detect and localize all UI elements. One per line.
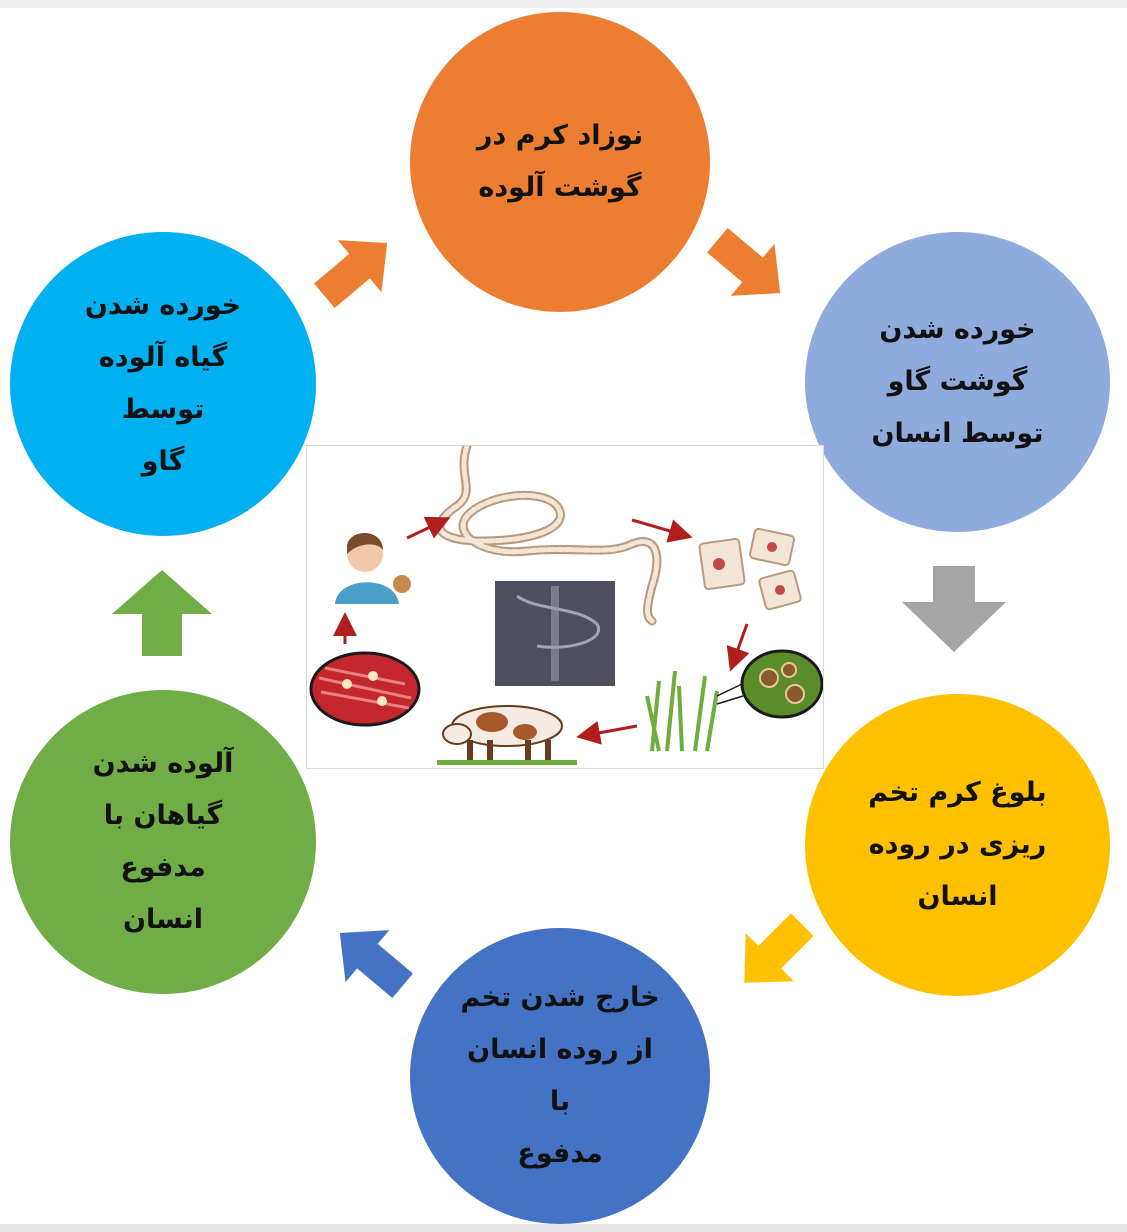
arrow-icon xyxy=(707,228,781,296)
stage-label: بلوغ کرم تخم ریزی در روده انسان xyxy=(868,777,1047,912)
stage-label: خورده شدن گوشت گاو توسط انسان xyxy=(871,314,1044,449)
arrow-icon xyxy=(902,566,1006,652)
arrow-icon xyxy=(314,240,388,308)
stage-circle-plants-contaminated: آلوده شدن گیاهان با مدفوع انسان xyxy=(10,690,316,994)
arrow-icon xyxy=(339,930,413,998)
stage-circle-larvae-in-meat: نوزاد کرم در گوشت آلوده xyxy=(410,12,710,312)
arrow-icon xyxy=(112,570,212,656)
arrow-icon xyxy=(339,930,413,998)
cow-icon xyxy=(437,705,577,765)
arrow-icon xyxy=(112,570,212,656)
top-border xyxy=(0,0,1127,8)
stage-label: آلوده شدن گیاهان با مدفوع انسان xyxy=(92,748,234,935)
stage-circle-eggs-excreted: خارج شدن تخم از روده انسان با مدفوع xyxy=(410,928,710,1224)
arrow-icon xyxy=(744,913,814,983)
stage-label: نوزاد کرم در گوشت آلوده xyxy=(476,120,644,203)
stage-label: خورده شدن گیاه آلوده توسط گاو xyxy=(84,290,242,477)
grass-with-eggs-icon xyxy=(645,649,824,752)
arrow-icon xyxy=(314,240,388,308)
illustration-arrows xyxy=(333,516,750,745)
proglottid-segments-icon xyxy=(698,527,802,611)
person-eating-icon xyxy=(335,532,411,604)
arrow-icon xyxy=(744,913,814,983)
stage-circle-human-eats-beef: خورده شدن گوشت گاو توسط انسان xyxy=(805,232,1110,532)
bottom-border xyxy=(0,1224,1127,1232)
stage-circle-worm-matures-in-intestine: بلوغ کرم تخم ریزی در روده انسان xyxy=(805,694,1110,996)
arrow-icon xyxy=(902,566,1006,652)
illustration-canvas xyxy=(309,441,824,765)
tapeworm-life-cycle-illustration xyxy=(306,441,824,769)
stage-label: خارج شدن تخم از روده انسان با مدفوع xyxy=(460,982,660,1169)
arrow-icon xyxy=(707,228,781,296)
infected-muscle-icon xyxy=(309,651,421,727)
stage-circle-cow-eats-plants: خورده شدن گیاه آلوده توسط گاو xyxy=(10,232,316,536)
